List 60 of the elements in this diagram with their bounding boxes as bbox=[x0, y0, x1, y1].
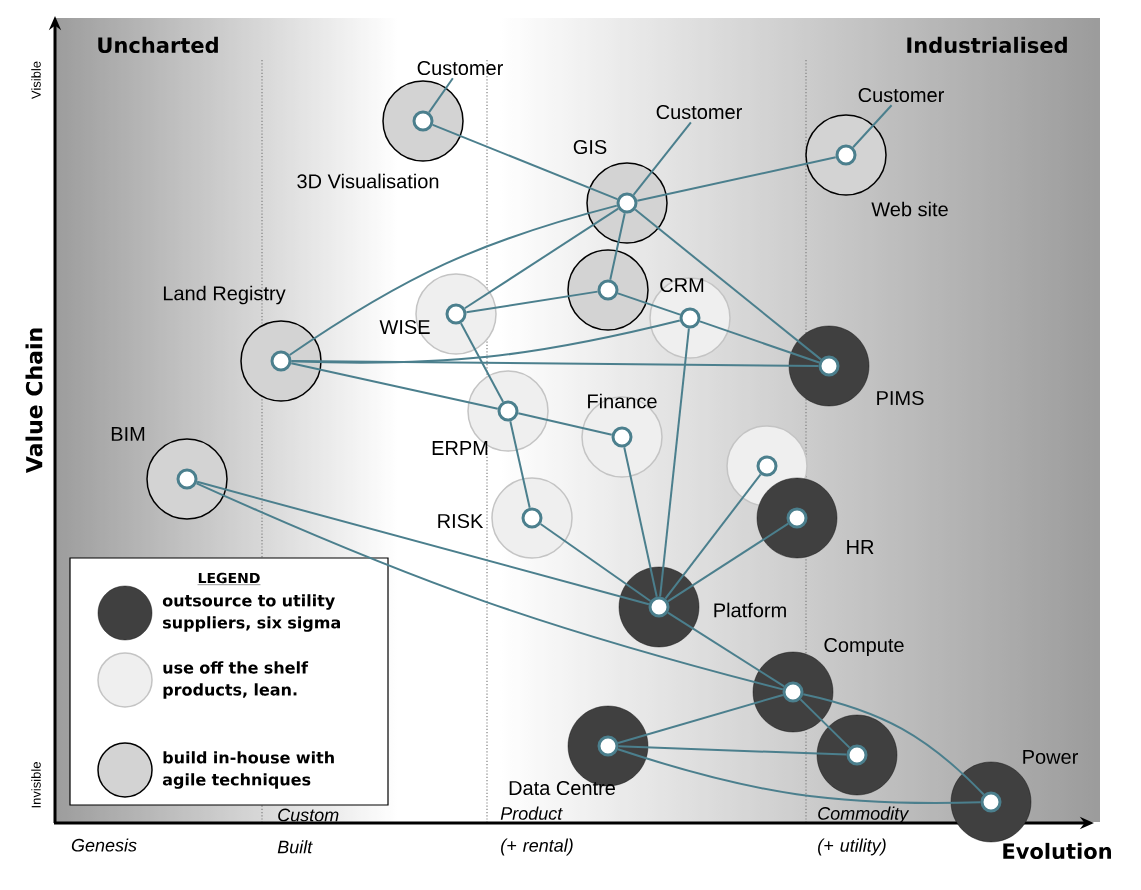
axis-label: Visible bbox=[31, 61, 41, 99]
connector bbox=[288, 204, 618, 357]
legend-title: LEGEND bbox=[197, 572, 261, 585]
axis-title: Value Chain bbox=[25, 328, 43, 474]
connector bbox=[509, 420, 531, 509]
node-label: HR bbox=[847, 540, 874, 554]
connector bbox=[459, 322, 505, 403]
component-label: Customer bbox=[417, 60, 503, 76]
connector bbox=[698, 320, 821, 364]
stage-label: Commodity (+ utility) bbox=[818, 806, 910, 856]
component-label: Customer bbox=[656, 104, 742, 120]
legend-text: outsource to utility suppliers, six sigma bbox=[162, 594, 340, 632]
node-label: Platform bbox=[714, 602, 786, 618]
connector bbox=[799, 698, 851, 749]
connector bbox=[659, 327, 690, 598]
axis-label: Invisible bbox=[31, 762, 41, 808]
node-label: Power bbox=[1023, 750, 1078, 764]
node-label: Web site bbox=[871, 201, 948, 217]
component-circle bbox=[816, 714, 898, 796]
connector bbox=[617, 693, 784, 745]
connector bbox=[623, 446, 658, 598]
connector bbox=[196, 480, 650, 606]
connector bbox=[616, 748, 982, 804]
connector bbox=[465, 290, 599, 314]
node-label: Data Centre bbox=[509, 780, 615, 796]
node-label: Land Registry bbox=[163, 285, 286, 305]
connector bbox=[431, 123, 619, 201]
connector bbox=[852, 104, 893, 149]
node-label: PIMS bbox=[877, 390, 924, 406]
connector bbox=[290, 360, 820, 367]
node-label: BIM bbox=[111, 427, 145, 441]
legend-text: build in-house with agile techniques bbox=[162, 751, 334, 789]
component-circle bbox=[567, 249, 649, 331]
connector bbox=[666, 522, 790, 603]
connector bbox=[539, 523, 652, 602]
connector bbox=[664, 473, 762, 600]
connector bbox=[609, 212, 626, 281]
node-label: GIS bbox=[573, 139, 607, 155]
stage-label: Industrialised bbox=[907, 36, 1067, 54]
node-label: Compute bbox=[824, 637, 904, 657]
connector bbox=[636, 156, 837, 202]
connector bbox=[617, 745, 848, 756]
stage-label: Product (+ rental) bbox=[500, 806, 573, 856]
axis-title: Evolution bbox=[1003, 842, 1111, 860]
connector bbox=[802, 693, 985, 796]
stage-label: Uncharted bbox=[98, 36, 218, 54]
connector bbox=[616, 292, 682, 316]
connector bbox=[666, 611, 786, 688]
stage-label: Genesis bbox=[71, 838, 137, 852]
stage-label: Custom Built bbox=[277, 808, 339, 854]
connector bbox=[632, 121, 692, 196]
node-label: RISK bbox=[438, 513, 484, 529]
connector bbox=[634, 208, 822, 361]
connector bbox=[290, 362, 499, 410]
node-label: 3D Visualisation bbox=[297, 173, 439, 189]
legend-text: use off the shelf products, lean. bbox=[163, 661, 309, 699]
connector bbox=[517, 412, 613, 436]
connector bbox=[195, 482, 784, 691]
component-label: Customer bbox=[858, 87, 944, 103]
connector bbox=[463, 207, 620, 310]
